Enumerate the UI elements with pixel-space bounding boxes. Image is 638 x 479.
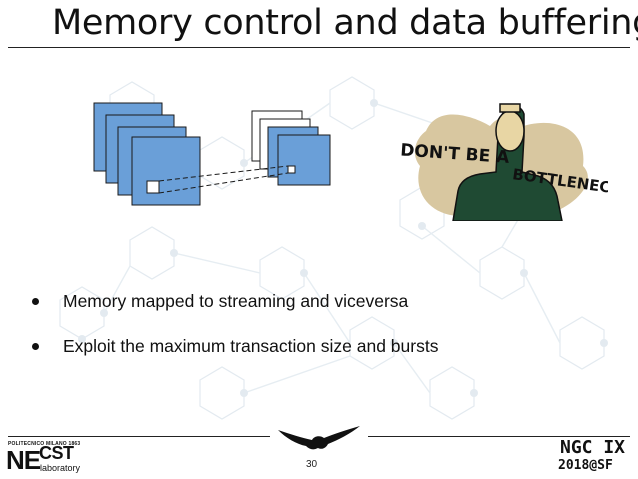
memory-selected-cell — [146, 180, 160, 194]
lab-logo-ne: NE — [6, 445, 41, 475]
buffer-selected-cell — [287, 165, 296, 174]
footer-divider-right — [368, 436, 630, 437]
title-divider — [8, 47, 630, 48]
buffer-stack — [251, 110, 331, 186]
slide-title: Memory control and data buffering — [52, 3, 638, 43]
bullet-item: Memory mapped to streaming and viceversa — [30, 290, 438, 312]
footer-divider-left — [8, 436, 270, 437]
event-subtitle: 2018@SF — [558, 458, 613, 473]
buffer-block — [277, 134, 331, 186]
transfer-lines — [158, 165, 289, 194]
bullet-dot — [32, 343, 39, 350]
institution-label: POLITECNICO MILANO 1863 — [8, 441, 81, 447]
lab-logo-cst: CST — [39, 443, 74, 463]
bullet-item: Exploit the maximum transaction size and… — [30, 335, 438, 357]
cartoon-face — [495, 110, 525, 152]
memory-buffer-diagram — [93, 102, 331, 206]
bullet-list: Memory mapped to streaming and viceversa… — [30, 290, 438, 357]
bullet-text: Exploit the maximum transaction size and… — [63, 336, 439, 356]
eagle-logo-icon — [278, 426, 360, 450]
lab-logo-subtitle: laboratory — [40, 463, 81, 473]
memory-block — [131, 136, 201, 206]
bullet-text: Memory mapped to streaming and viceversa — [63, 291, 409, 311]
bullet-dot — [32, 298, 39, 305]
page-number: 30 — [306, 459, 318, 470]
memory-stack — [93, 102, 201, 206]
event-title: NGC IX — [560, 437, 626, 458]
bottleneck-cartoon: DON'T BE A BOTTLENECK — [400, 103, 608, 221]
bottle-neck-ring — [499, 103, 521, 113]
